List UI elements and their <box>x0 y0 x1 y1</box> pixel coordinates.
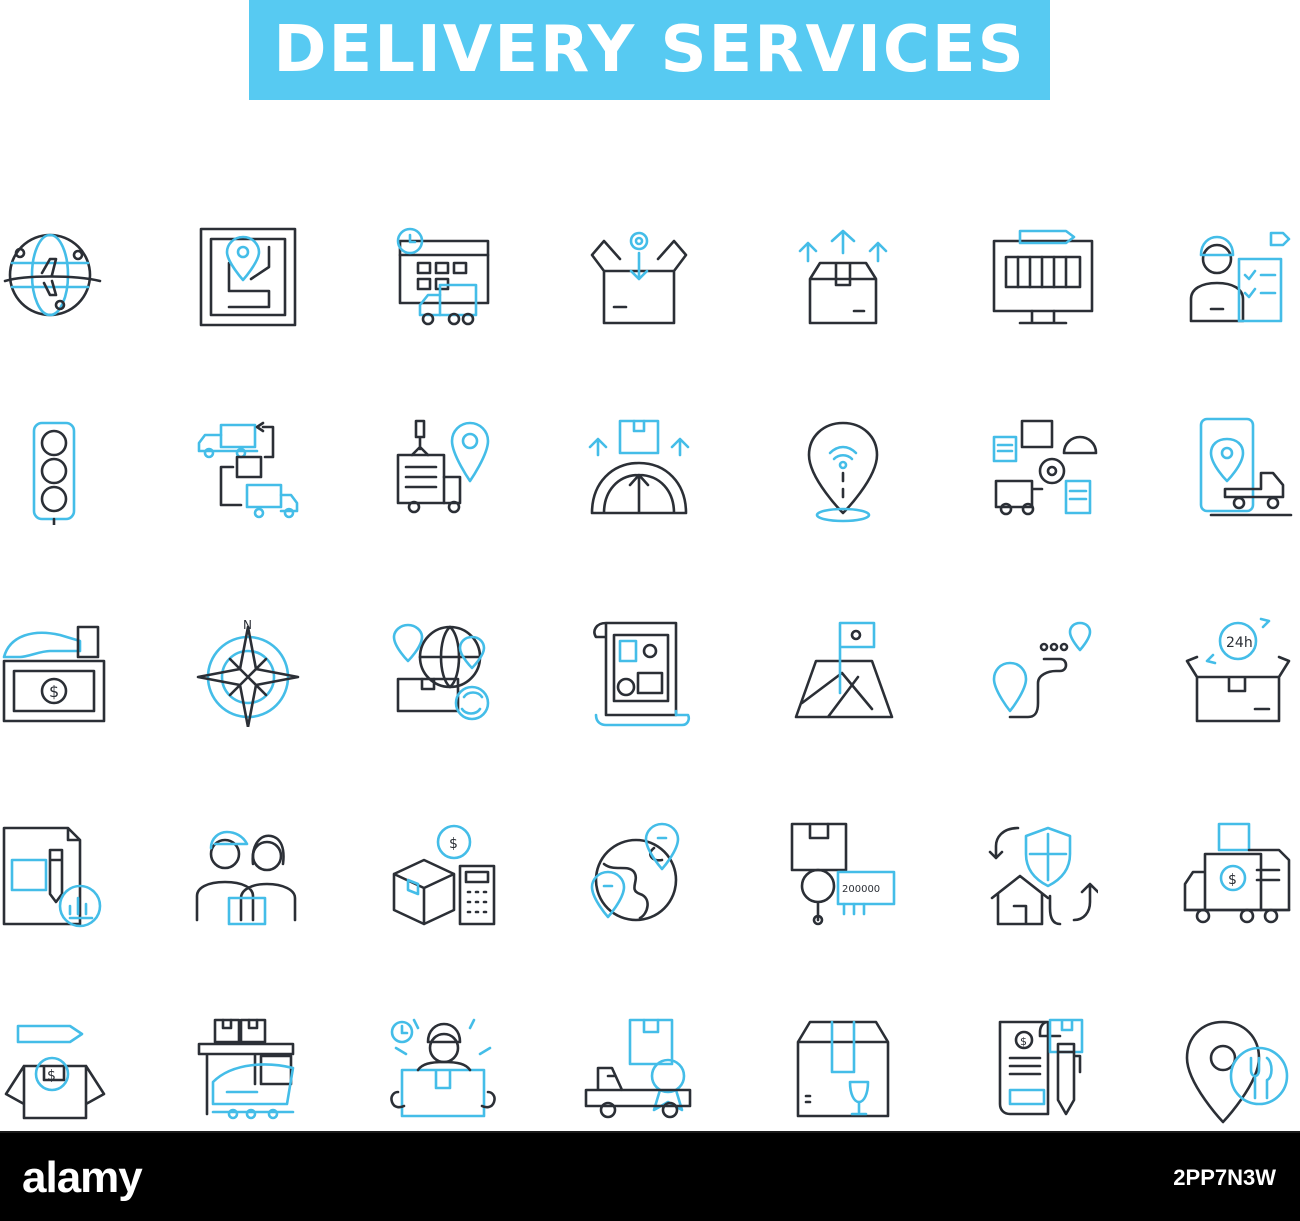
document-pencil-chart-icon <box>0 820 110 930</box>
title-banner: DELIVERY SERVICES <box>249 0 1050 100</box>
route-pins-icon <box>988 617 1098 727</box>
fragile-box-icon <box>788 1016 898 1126</box>
receipt-pen-icon: $ <box>988 1016 1098 1126</box>
footer-divider <box>0 1131 1300 1133</box>
svg-text:$: $ <box>1228 872 1237 888</box>
box-dollar-calculator-icon: $ <box>388 820 498 930</box>
house-shield-arrows-icon <box>988 820 1098 930</box>
hand-money-icon: $ <box>0 617 110 727</box>
phone-pin-truck-icon <box>1183 415 1293 525</box>
globe-airplane-icon <box>0 223 110 333</box>
footer-bar: alamy 2PP7N3W <box>0 1131 1300 1221</box>
box-gear-icon <box>584 223 694 333</box>
svg-text:$: $ <box>47 1068 56 1084</box>
svg-text:N: N <box>243 618 252 632</box>
box-dome-arrows-icon <box>584 415 694 525</box>
footer-brand-logo: alamy <box>22 1153 143 1202</box>
svg-text:24h: 24h <box>1226 635 1253 651</box>
box-24h-icon: 24h <box>1183 617 1293 727</box>
monitor-pencil-icon <box>988 223 1098 333</box>
truck-box-badge-icon <box>584 1016 694 1126</box>
worker-box-icon <box>388 1016 498 1126</box>
svg-text:$: $ <box>49 682 59 701</box>
location-pin-signal-icon <box>788 415 898 525</box>
footer-stock-id: 2PP7N3W <box>1173 1165 1276 1190</box>
box-dollar-pencil-icon: $ <box>0 1016 110 1126</box>
svg-text:$: $ <box>449 836 458 852</box>
compass-rose-icon: N <box>193 617 303 727</box>
box-arrows-up-icon <box>788 223 898 333</box>
crane-container-pin-icon <box>388 415 498 525</box>
scroll-map-icon <box>584 617 694 727</box>
pin-cutlery-icon <box>1183 1016 1293 1126</box>
train-boxes-icon <box>193 1016 303 1126</box>
map-flag-icon <box>788 617 898 727</box>
truck-dollar-documents-icon: $ <box>1183 820 1293 930</box>
traffic-light-icon <box>0 415 110 525</box>
svg-text:$: $ <box>1020 1035 1027 1048</box>
calendar-truck-icon <box>388 223 498 333</box>
courier-checklist-icon <box>1183 223 1293 333</box>
globe-pins-icon <box>584 820 694 930</box>
page-title: DELIVERY SERVICES <box>273 13 1026 87</box>
map-route-pin-icon <box>193 223 303 333</box>
truck-gear-documents-icon <box>988 415 1098 525</box>
svg-text:200000: 200000 <box>842 884 880 895</box>
pin-globe-refresh-icon <box>388 617 498 727</box>
couple-courier-icon <box>193 820 303 930</box>
truck-route-loop-icon <box>193 415 303 525</box>
box-magnifier-barcode-icon: 200000 <box>788 820 898 930</box>
